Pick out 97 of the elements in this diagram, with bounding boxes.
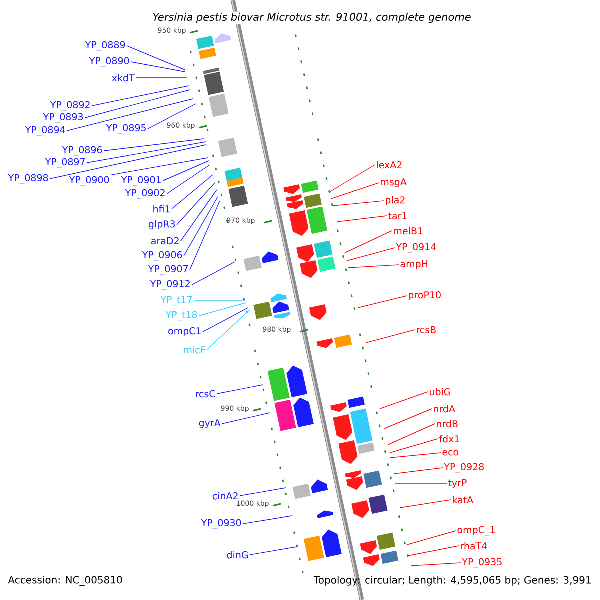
leader-line bbox=[194, 300, 246, 302]
gene-label: ompC_1 bbox=[458, 526, 495, 536]
title: Yersinia pestis biovar Microtus str. 91001, complete genome bbox=[152, 12, 472, 24]
leader-line bbox=[50, 144, 206, 180]
leader-line bbox=[176, 182, 216, 226]
leader-line bbox=[162, 160, 210, 182]
gene-label: YP_0935 bbox=[462, 558, 502, 568]
leader-line bbox=[84, 90, 190, 118]
gene-label: YP_0889 bbox=[85, 41, 126, 51]
leader-line bbox=[410, 562, 462, 566]
genome-info-text: Topology: circular; Length: 4,595,065 bp; Genes: 3,991 bbox=[314, 576, 591, 586]
gene-label: lexA2 bbox=[377, 161, 402, 169]
gene-label: YP_0914 bbox=[396, 243, 436, 253]
leader-line bbox=[348, 264, 400, 268]
accession-text: Accession: NC_005810 bbox=[8, 576, 122, 586]
gene-label: YP_0890 bbox=[89, 57, 130, 67]
leader-line bbox=[250, 546, 298, 556]
gene-label: katA bbox=[453, 496, 474, 504]
gene-label: YP_0896 bbox=[62, 146, 102, 156]
gene-label: glpR3 bbox=[148, 220, 176, 230]
leader-line bbox=[86, 142, 206, 164]
gene-label: melB1 bbox=[394, 227, 423, 235]
gene-label: rcsC bbox=[196, 390, 216, 398]
leader-line bbox=[198, 302, 246, 316]
gene-label: fdx1 bbox=[439, 435, 460, 443]
leader-line bbox=[336, 216, 388, 222]
leader-line bbox=[380, 392, 428, 410]
gene-label: YP_0901 bbox=[121, 176, 161, 186]
gene-label: YP_0902 bbox=[125, 189, 165, 199]
gene-label: rcsB bbox=[417, 326, 436, 334]
leader-line bbox=[172, 174, 214, 210]
gene-label: YP_0907 bbox=[148, 265, 188, 275]
leader-line bbox=[384, 408, 432, 430]
leader-line bbox=[206, 310, 250, 350]
leader-line bbox=[92, 86, 190, 106]
gene-label: pla2 bbox=[386, 196, 405, 206]
leader-line bbox=[400, 500, 452, 508]
gene-label: cinA2 bbox=[212, 492, 238, 500]
gene-label: xkdT bbox=[112, 74, 135, 82]
gene-label: YP_0928 bbox=[444, 463, 484, 473]
leader-line bbox=[184, 196, 218, 256]
gene-label: YP_0894 bbox=[25, 126, 66, 136]
leader-line bbox=[366, 330, 416, 344]
gene-label: YP_0893 bbox=[43, 113, 84, 123]
leader-line bbox=[346, 248, 396, 262]
leader-line bbox=[192, 262, 236, 286]
leader-line bbox=[126, 46, 186, 70]
leader-line bbox=[216, 384, 264, 394]
gene-label: ubiG bbox=[430, 388, 450, 396]
leader-line bbox=[110, 158, 208, 176]
leader-line bbox=[166, 164, 210, 194]
gene-label: YP_0898 bbox=[8, 174, 48, 184]
gene-label: hfi1 bbox=[154, 205, 170, 213]
leader-line bbox=[148, 104, 196, 130]
gene-label: nrdA bbox=[434, 405, 456, 413]
leader-line bbox=[394, 468, 444, 474]
leader-line bbox=[388, 424, 436, 446]
gene-label: eco bbox=[442, 450, 459, 456]
gene-label: gyrA bbox=[199, 420, 221, 428]
gene-label: ampH bbox=[400, 260, 428, 270]
leader-line bbox=[406, 530, 456, 546]
leader-line bbox=[190, 200, 220, 270]
gene-label: YP_0897 bbox=[45, 158, 85, 168]
leader-line bbox=[202, 308, 248, 332]
gene-label: msgA bbox=[381, 178, 407, 188]
leader-line bbox=[358, 296, 408, 308]
gene-label: YP_0900 bbox=[69, 176, 110, 186]
gene-label: YP_0906 bbox=[142, 251, 182, 261]
gene-label: YP_t18 bbox=[166, 311, 198, 321]
leader-line bbox=[390, 438, 438, 454]
gene-label: YP_0930 bbox=[201, 519, 242, 529]
gene-label: araD2 bbox=[151, 237, 179, 245]
gene-label: dinG bbox=[227, 551, 248, 559]
gene-label: YP_0892 bbox=[50, 101, 90, 111]
leader-line bbox=[330, 164, 376, 192]
gene-label: nrdB bbox=[437, 420, 458, 428]
gene-label: rhaT4 bbox=[461, 542, 488, 550]
gene-label: YP_0895 bbox=[106, 124, 146, 134]
gene-label: tar1 bbox=[388, 212, 407, 220]
leader-line bbox=[390, 452, 442, 458]
leader-line bbox=[330, 182, 380, 200]
gene-label: proP10 bbox=[409, 291, 441, 301]
gene-label: YP_t17 bbox=[160, 296, 192, 306]
leader-line bbox=[242, 516, 292, 524]
leader-line bbox=[240, 488, 286, 496]
gene-label: micF bbox=[184, 346, 206, 354]
leader-line bbox=[104, 138, 204, 152]
gene-label: YP_0912 bbox=[150, 280, 190, 290]
leader-line bbox=[130, 62, 186, 72]
leader-line bbox=[408, 546, 460, 556]
leader-line bbox=[180, 190, 218, 242]
leader-line bbox=[344, 230, 392, 254]
leader-line bbox=[332, 200, 384, 206]
gene-label: ompC1 bbox=[168, 327, 201, 337]
gene-label: tyrP bbox=[448, 480, 467, 488]
leader-line bbox=[66, 98, 194, 132]
leader-line bbox=[222, 412, 270, 424]
